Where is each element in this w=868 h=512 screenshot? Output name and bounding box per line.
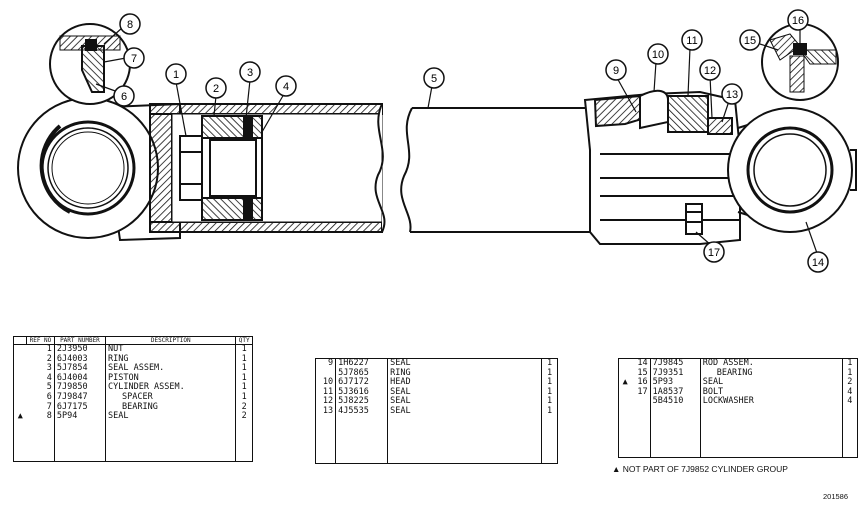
callout-balloons: 8 7 6 1 2 3 4 5 9 10 11 12 13 14 15 16 1… [113,9,829,273]
left-barrel-section [149,103,386,233]
callout-17: 17 [703,241,725,263]
triangle-icon: ▲ [622,377,628,388]
callout-13: 13 [721,83,743,105]
triangle-icon: ▲ [17,411,23,422]
svg-text:9: 9 [613,65,619,77]
svg-text:4: 4 [283,81,289,93]
callout-7: 7 [123,47,145,69]
callout-3: 3 [239,61,261,83]
svg-text:1: 1 [173,69,179,81]
callout-15: 15 [739,29,761,51]
callout-16: 16 [787,9,809,31]
svg-text:13: 13 [726,89,738,101]
footnote: ▲ NOT PART OF 7J9852 CYLINDER GROUP [612,464,788,474]
svg-text:8: 8 [127,19,133,31]
figure-number: 201586 [823,492,849,501]
ref-header: REF NO [26,336,55,345]
svg-text:17: 17 [708,247,720,259]
callout-2: 2 [205,77,227,99]
head-assembly [583,89,741,245]
svg-text:15: 15 [744,35,756,47]
callout-4: 4 [275,75,297,97]
svg-text:14: 14 [812,257,824,269]
callout-9: 9 [605,59,627,81]
svg-text:11: 11 [686,35,697,47]
right-eye-mount [727,107,857,233]
callout-8: 8 [119,13,141,35]
svg-text:7: 7 [131,53,137,65]
detail-right [761,23,839,101]
part-header: PART NUMBER [54,336,107,345]
svg-text:5: 5 [431,73,437,85]
svg-text:2: 2 [213,83,219,95]
rod-section [400,107,600,233]
callout-14: 14 [807,251,829,273]
callout-11: 11 [681,29,703,51]
callout-10: 10 [647,43,669,65]
qty-header: QTY [235,336,253,345]
svg-text:16: 16 [792,15,804,27]
table-header: REF NO PART NUMBER DESCRIPTION QTY [13,336,253,345]
callout-5: 5 [423,67,445,89]
callout-1: 1 [165,63,187,85]
desc-header: DESCRIPTION [105,336,237,345]
callout-12: 12 [699,59,721,81]
svg-text:6: 6 [121,91,127,103]
detail-left [49,23,131,105]
svg-text:10: 10 [652,49,664,61]
svg-text:12: 12 [704,65,716,77]
svg-text:3: 3 [247,67,253,79]
callout-6: 6 [113,85,135,107]
